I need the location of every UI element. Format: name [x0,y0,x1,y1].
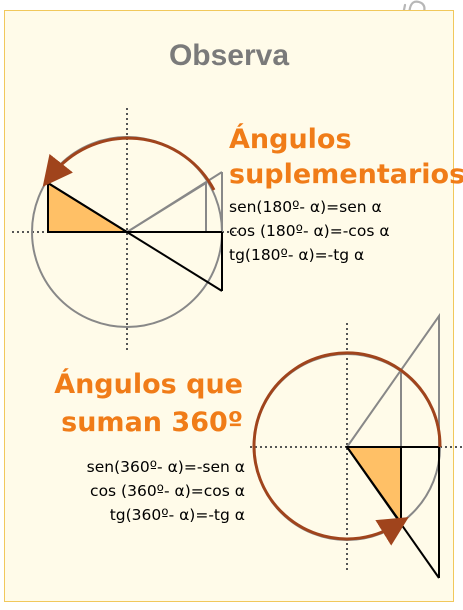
alpha-ray [126,171,223,233]
alpha-ray [346,312,440,448]
angle-arc-arrow [42,136,216,191]
formula-tg-180: tg(180º- α)=-tg α [229,246,365,264]
heading-360-line1: Ángulos que [54,369,243,400]
note-card: Observa [4,10,454,602]
formula-cos-360: cos (360º- α)=cos α [90,482,245,500]
page-title: Observa [168,39,290,72]
formula-tg-360: tg(360º- α)=-tg α [109,506,245,524]
heading-supplementary-line2: suplementarios [229,159,463,190]
heading-360-line2: suman 360º [61,407,243,438]
supplementary-ray [47,182,223,292]
heading-supplementary-line1: Ángulos [229,124,352,155]
formula-cos-180: cos (180º- α)=-cos α [229,222,390,240]
360-ray [346,446,440,579]
formula-sin-360: sen(360º- α)=-sen α [86,458,245,476]
formula-sin-180: sen(180º- α)=sen α [229,198,382,216]
angle-arc-arrow [252,351,442,546]
